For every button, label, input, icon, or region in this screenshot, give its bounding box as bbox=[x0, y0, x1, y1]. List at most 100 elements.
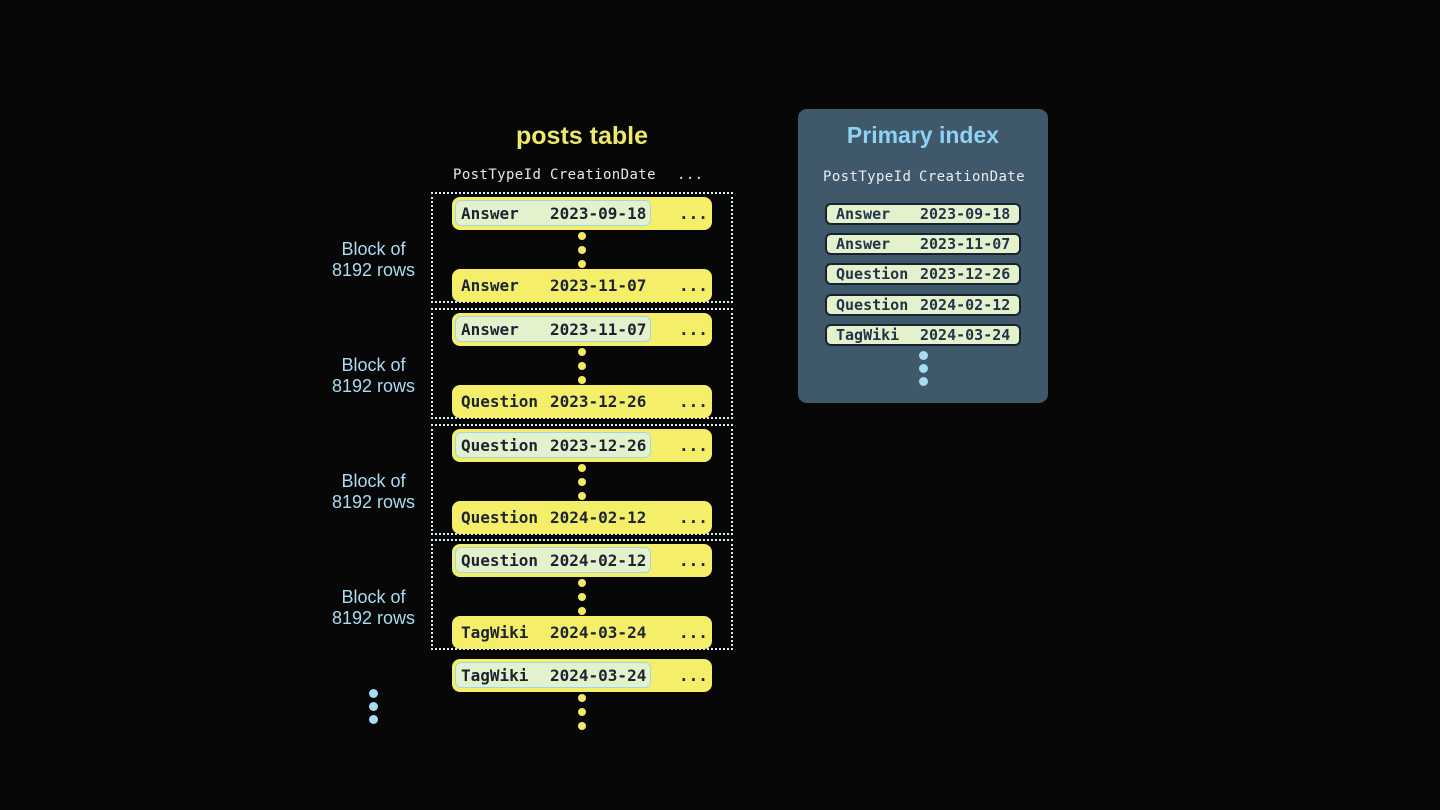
row-block-1: Answer 2023-09-18 ... Answer 2023-11-07 … bbox=[431, 192, 733, 303]
table-row: Question 2024-02-12 ... bbox=[452, 501, 712, 534]
block-label-4: Block of 8192 rows bbox=[296, 587, 451, 629]
index-entry-highlight bbox=[455, 547, 651, 573]
block-label-3: Block of 8192 rows bbox=[296, 471, 451, 513]
block-label-2: Block of 8192 rows bbox=[296, 355, 451, 397]
more-blocks-ellipsis bbox=[296, 689, 451, 724]
column-header-posttypeid: PostTypeId bbox=[453, 167, 542, 183]
row-more-columns: ... bbox=[679, 392, 708, 411]
primary-index-column-headers: PostTypeId CreationDate bbox=[798, 169, 1048, 187]
row-more-columns: ... bbox=[679, 436, 708, 455]
ellipsis-dot bbox=[578, 722, 586, 730]
posts-table-title: posts table bbox=[516, 122, 648, 150]
table-row: Question 2023-12-26 ... bbox=[452, 429, 712, 462]
ellipsis-dot bbox=[578, 492, 586, 500]
row-posttypeid: Answer bbox=[461, 320, 519, 339]
row-block-3: Question 2023-12-26 ... Question 2024-02… bbox=[431, 424, 733, 535]
ellipsis-dot bbox=[578, 708, 586, 716]
row-creationdate: 2023-12-26 bbox=[550, 392, 647, 411]
table-row: TagWiki 2024-03-24 ... bbox=[452, 659, 712, 692]
ellipsis-dot bbox=[578, 579, 586, 587]
table-row: Question 2023-12-26 ... bbox=[452, 385, 712, 418]
block-label-line1: Block of bbox=[341, 239, 406, 259]
row-creationdate: 2024-03-24 bbox=[550, 623, 647, 642]
index-creationdate: 2023-12-26 bbox=[920, 265, 1011, 283]
ellipsis-dot bbox=[578, 232, 586, 240]
block-label-line1: Block of bbox=[341, 355, 406, 375]
index-entry: Question 2024-02-12 bbox=[825, 294, 1021, 316]
row-creationdate: 2024-02-12 bbox=[550, 551, 647, 570]
row-creationdate: 2024-03-24 bbox=[550, 666, 647, 685]
primary-index-title: Primary index bbox=[846, 122, 1000, 148]
row-posttypeid: Question bbox=[461, 392, 539, 411]
ellipsis-dot bbox=[918, 351, 928, 360]
block-label-line2: 8192 rows bbox=[331, 608, 416, 628]
index-entry: TagWiki 2024-03-24 bbox=[825, 324, 1021, 346]
ellipsis-dot bbox=[578, 464, 586, 472]
ellipsis-dot bbox=[578, 478, 586, 486]
row-posttypeid: Question bbox=[461, 508, 539, 527]
index-entry: Answer 2023-11-07 bbox=[825, 233, 1021, 255]
row-more-columns: ... bbox=[679, 666, 708, 685]
index-posttypeid: Answer bbox=[836, 205, 891, 223]
table-row: Answer 2023-09-18 ... bbox=[452, 197, 712, 230]
column-header-creationdate: CreationDate bbox=[919, 169, 1025, 185]
row-posttypeid: TagWiki bbox=[461, 623, 529, 642]
index-creationdate: 2024-03-24 bbox=[920, 326, 1011, 344]
ellipsis-dot bbox=[369, 689, 378, 698]
index-entry-highlight bbox=[455, 200, 651, 226]
rows-ellipsis bbox=[433, 579, 731, 615]
row-block-4: Question 2024-02-12 ... TagWiki 2024-03-… bbox=[431, 539, 733, 650]
index-posttypeid: Question bbox=[836, 265, 909, 283]
ellipsis-dot bbox=[578, 260, 586, 268]
index-entry: Answer 2023-09-18 bbox=[825, 203, 1021, 225]
row-more-columns: ... bbox=[679, 551, 708, 570]
block-label-line2: 8192 rows bbox=[331, 376, 416, 396]
index-entry-highlight bbox=[455, 316, 651, 342]
index-creationdate: 2024-02-12 bbox=[920, 296, 1011, 314]
row-creationdate: 2023-09-18 bbox=[550, 204, 647, 223]
primary-index-panel: Primary index PostTypeId CreationDate An… bbox=[798, 109, 1048, 403]
ellipsis-dot bbox=[369, 702, 378, 711]
table-row: TagWiki 2024-03-24 ... bbox=[452, 616, 712, 649]
column-header-posttypeid: PostTypeId bbox=[823, 169, 912, 185]
column-header-creationdate: CreationDate bbox=[550, 167, 656, 183]
ellipsis-dot bbox=[578, 376, 586, 384]
more-index-entries-ellipsis bbox=[798, 351, 1048, 386]
posts-table-column-headers: PostTypeId CreationDate ... bbox=[452, 167, 732, 185]
more-rows-ellipsis bbox=[431, 694, 733, 730]
rows-ellipsis bbox=[433, 348, 731, 384]
ellipsis-dot bbox=[918, 364, 928, 373]
column-header-more-columns: ... bbox=[677, 167, 704, 183]
block-label-line2: 8192 rows bbox=[331, 260, 416, 280]
row-more-columns: ... bbox=[679, 623, 708, 642]
ellipsis-dot bbox=[578, 362, 586, 370]
table-row: Question 2024-02-12 ... bbox=[452, 544, 712, 577]
row-posttypeid: Question bbox=[461, 551, 539, 570]
index-entry-highlight bbox=[455, 432, 651, 458]
ellipsis-dot bbox=[578, 694, 586, 702]
rows-ellipsis bbox=[433, 464, 731, 500]
row-more-columns: ... bbox=[679, 508, 708, 527]
ellipsis-dot bbox=[578, 246, 586, 254]
index-entry: Question 2023-12-26 bbox=[825, 263, 1021, 285]
row-creationdate: 2024-02-12 bbox=[550, 508, 647, 527]
table-row: Answer 2023-11-07 ... bbox=[452, 269, 712, 302]
index-creationdate: 2023-09-18 bbox=[920, 205, 1011, 223]
index-posttypeid: Question bbox=[836, 296, 909, 314]
row-more-columns: ... bbox=[679, 320, 708, 339]
block-label-1: Block of 8192 rows bbox=[296, 239, 451, 281]
block-label-line2: 8192 rows bbox=[331, 492, 416, 512]
row-creationdate: 2023-11-07 bbox=[550, 320, 647, 339]
ellipsis-dot bbox=[578, 593, 586, 601]
index-posttypeid: TagWiki bbox=[836, 326, 900, 344]
ellipsis-dot bbox=[578, 348, 586, 356]
row-posttypeid: Question bbox=[461, 436, 539, 455]
rows-ellipsis bbox=[433, 232, 731, 268]
row-posttypeid: TagWiki bbox=[461, 666, 529, 685]
block-label-line1: Block of bbox=[341, 587, 406, 607]
row-creationdate: 2023-12-26 bbox=[550, 436, 647, 455]
index-entry-highlight bbox=[455, 662, 651, 688]
row-posttypeid: Answer bbox=[461, 204, 519, 223]
row-more-columns: ... bbox=[679, 276, 708, 295]
